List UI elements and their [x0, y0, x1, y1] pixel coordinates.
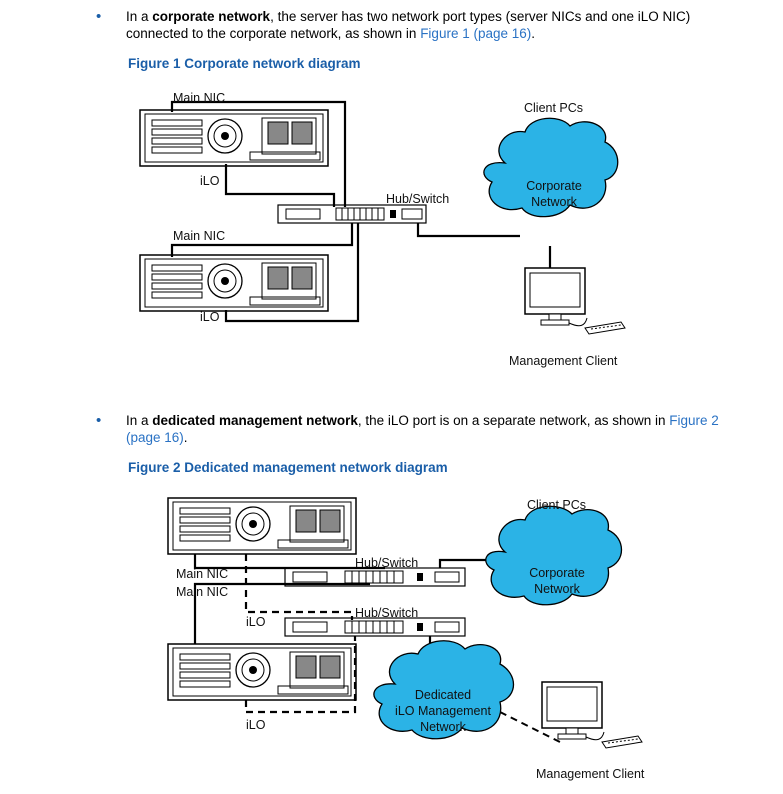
text: In a: [126, 9, 153, 24]
label-ded-cloud-line3: Network: [420, 720, 467, 734]
label-hub-switch-top: Hub/Switch: [355, 556, 418, 570]
management-client-monitor: [524, 267, 626, 335]
label-main-nic-1: Main NIC: [176, 567, 228, 581]
label-management-client: Management Client: [536, 767, 645, 781]
label-ilo-bottom: iLO: [200, 310, 220, 324]
label-main-nic-2: Main NIC: [176, 585, 228, 599]
text: , the iLO port is on a separate network,…: [357, 413, 670, 428]
server-bottom: [139, 254, 329, 312]
label-hub-switch: Hub/Switch: [386, 192, 449, 206]
corporate-network-cloud: [483, 117, 619, 218]
figure1-diagram: Main NIC iLO Main NIC iLO Hub/Switch Cli…: [139, 91, 626, 368]
label-cloud-line1: Corporate: [526, 179, 582, 193]
corporate-network-cloud: [485, 505, 623, 606]
label-ilo-top: iLO: [200, 174, 220, 188]
label-management-client: Management Client: [509, 354, 618, 368]
label-ilo-top: iLO: [246, 615, 266, 629]
label-client-pcs: Client PCs: [527, 498, 586, 512]
figure2-caption: Figure 2 Dedicated management network di…: [128, 460, 448, 475]
label-main-nic-bottom: Main NIC: [173, 229, 225, 243]
bold-term: corporate network: [152, 9, 271, 24]
label-ilo-bottom: iLO: [246, 718, 266, 732]
server-top: [139, 109, 329, 167]
bullet-dot: •: [96, 412, 102, 429]
hub-switch: [277, 204, 427, 224]
label-ded-cloud-line2: iLO Management: [395, 704, 491, 718]
text: , the server has two network port types …: [126, 9, 691, 41]
dedicated-network-cloud: [373, 640, 515, 740]
bullet-dot: •: [96, 8, 102, 25]
label-ded-cloud-line1: Dedicated: [415, 688, 471, 702]
bold-term: dedicated management network: [152, 413, 358, 428]
label-cloud-line2: Network: [531, 195, 578, 209]
label-corp-cloud-line2: Network: [534, 582, 581, 596]
management-client-monitor: [541, 681, 643, 749]
label-client-pcs: Client PCs: [524, 101, 583, 115]
figure1-caption: Figure 1 Corporate network diagram: [128, 56, 361, 71]
paragraph-corporate: In a corporate network, the server has t…: [126, 8, 726, 42]
label-hub-switch-bottom: Hub/Switch: [355, 606, 418, 620]
label-corp-cloud-line1: Corporate: [529, 566, 585, 580]
label-main-nic-top: Main NIC: [173, 91, 225, 105]
text: In a: [126, 413, 153, 428]
server-top: [167, 497, 357, 555]
figure2-link[interactable]: Figure 2 (page 16): [126, 413, 719, 445]
paragraph-dedicated: In a dedicated management network, the i…: [126, 412, 726, 446]
text: .: [183, 430, 188, 445]
figure1-link[interactable]: Figure 1 (page 16): [420, 26, 532, 41]
hub-switch-bottom: [284, 617, 466, 637]
text: .: [531, 26, 536, 41]
server-bottom: [167, 643, 357, 701]
figure2-diagram: Client PCs Hub/Switch Hub/Switch Main NI…: [167, 497, 645, 781]
